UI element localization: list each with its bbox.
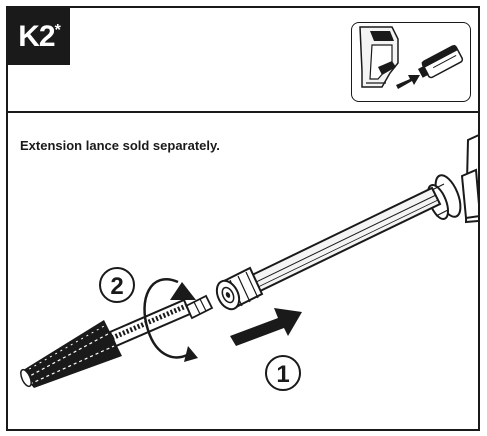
step-1-marker: 1 xyxy=(265,355,301,391)
model-name: K2 xyxy=(18,20,55,53)
model-badge: K2* xyxy=(8,8,70,65)
extension-lance xyxy=(215,186,442,311)
dirt-blaster-nozzle xyxy=(20,298,192,388)
step-2-label: 2 xyxy=(110,273,123,300)
spray-gun xyxy=(426,134,478,224)
inset-illustration xyxy=(351,22,471,102)
model-asterisk: * xyxy=(54,22,61,39)
step-2-marker: 2 xyxy=(99,267,135,303)
instruction-panel: K2* Extension lance sold separately. xyxy=(6,6,480,431)
rotate-arrow-icon xyxy=(143,278,198,362)
insert-arrow-icon xyxy=(396,75,420,89)
header-divider xyxy=(8,111,478,113)
step-1-label: 1 xyxy=(276,361,289,388)
accessory-clip-illustration xyxy=(359,26,464,89)
push-arrow-icon xyxy=(230,308,302,346)
caption-text: Extension lance sold separately. xyxy=(20,138,220,153)
